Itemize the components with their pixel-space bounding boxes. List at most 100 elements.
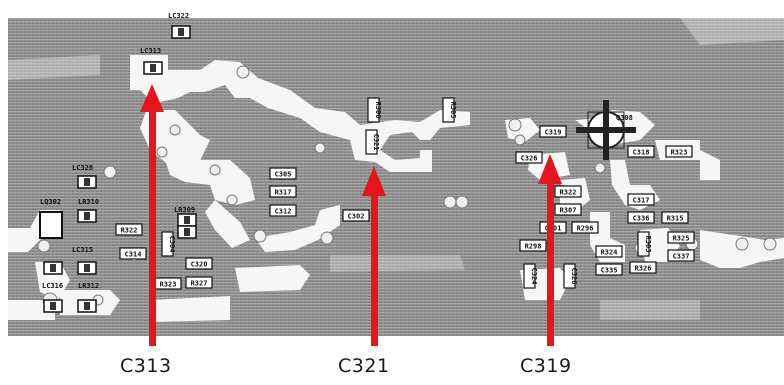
smd-pad-core [84,264,90,272]
component-r298: R298 [519,239,547,252]
component-r322b: R322 [554,185,582,198]
component-label: R325 [673,235,690,243]
component-label: R324 [601,249,618,257]
component-r317: R317 [269,185,297,198]
component-label: C302 [348,213,365,221]
component-lc328: LC328 [72,164,93,172]
component-label: R323 [160,281,177,289]
component-label: R322 [121,227,138,235]
arrow-c321 [362,166,386,346]
component-c312: C312 [269,204,297,217]
component-c326b: C326 [563,263,578,289]
component-label: R298 [525,243,542,251]
component-label: C321 [372,134,380,151]
callout-arrows [140,84,562,346]
arrow-c313 [140,84,164,346]
component-label: R323 [671,149,688,157]
component-label: C319 [545,129,562,137]
component-c317: C317 [627,193,655,206]
smd-pad-core [50,302,56,310]
component-c302: C302 [342,209,370,222]
component-label: LC328 [72,164,93,172]
component-label: C337 [673,253,690,261]
component-lq302: LQ302 [40,198,61,206]
component-label: R326 [635,265,652,273]
component-lc316: LC316 [42,282,63,290]
component-label: LC316 [42,282,63,290]
component-lr309: LR309 [174,206,195,214]
component-label: C314 [125,251,142,259]
component-r296: R296 [571,221,599,234]
smd-pad-core [184,228,190,236]
component-label: C304 [168,236,176,253]
component-label: C305 [275,171,292,179]
component-lc315: LC315 [72,246,93,254]
arrow-c319 [538,154,562,346]
component-r324: R324 [595,245,623,258]
smd-pad-core [84,302,90,310]
component-label: LC313 [140,47,161,55]
component-label: R296 [577,225,594,233]
component-label: C324 [530,268,538,285]
component-c336: C336 [627,211,655,224]
component-label: C336 [633,215,650,223]
component-r303: R303 [637,231,652,257]
component-r307: R307 [554,203,582,216]
component-label: Q308 [616,114,633,122]
smd-pad-core [150,64,156,72]
component-label: R303 [644,236,652,253]
component-label: LR310 [78,198,99,206]
component-label: LC322 [168,12,189,20]
component-c321: C321 [365,129,380,155]
component-label: R306 [374,102,382,119]
component-lr310: LR310 [78,198,99,206]
component-r323b: R323 [665,145,693,158]
component-lc313: LC313 [140,47,161,55]
component-c320: C320 [185,257,213,270]
component-lc322: LC322 [168,12,189,20]
component-r322: R322 [115,223,143,236]
component-c318: C318 [627,145,655,158]
component-label: R305 [449,102,457,119]
callout-label-c313: C313 [120,355,172,377]
component-label: C320 [191,261,208,269]
component-c319: C319 [539,125,567,138]
component-c337: C337 [667,249,695,262]
component-c324: C324 [523,263,538,289]
component-label: R317 [275,189,292,197]
chip-lq302-body [39,211,63,239]
component-label: C317 [633,197,650,205]
smd-pad-core [178,28,184,36]
component-label: R322 [560,189,577,197]
component-label: LR312 [78,282,99,290]
component-r323: R323 [154,277,182,290]
component-label: LQ302 [40,198,61,206]
component-r325: R325 [667,231,695,244]
component-q308: Q308 [616,114,633,122]
smd-pad-core [84,178,90,186]
component-label: R315 [667,215,684,223]
component-label: LR309 [174,206,195,214]
component-label: R327 [191,280,208,288]
transistor-q308 [576,100,636,160]
smd-pad-core [50,264,56,272]
component-label: C312 [275,208,292,216]
component-label: C335 [601,267,618,275]
component-label: LC315 [72,246,93,254]
component-c304: C304 [161,231,176,257]
component-r315: R315 [661,211,689,224]
component-label: C318 [633,149,650,157]
component-r326: R326 [629,261,657,274]
smd-pad-core [84,212,90,220]
component-r327: R327 [185,276,213,289]
component-r305: R305 [442,97,457,123]
pcb-board [8,18,784,336]
component-c326: C326 [515,151,543,164]
component-label: C326 [570,268,578,285]
component-label: R307 [560,207,577,215]
component-c335: C335 [595,263,623,276]
component-c314: C314 [119,247,147,260]
component-r306: R306 [367,97,382,123]
